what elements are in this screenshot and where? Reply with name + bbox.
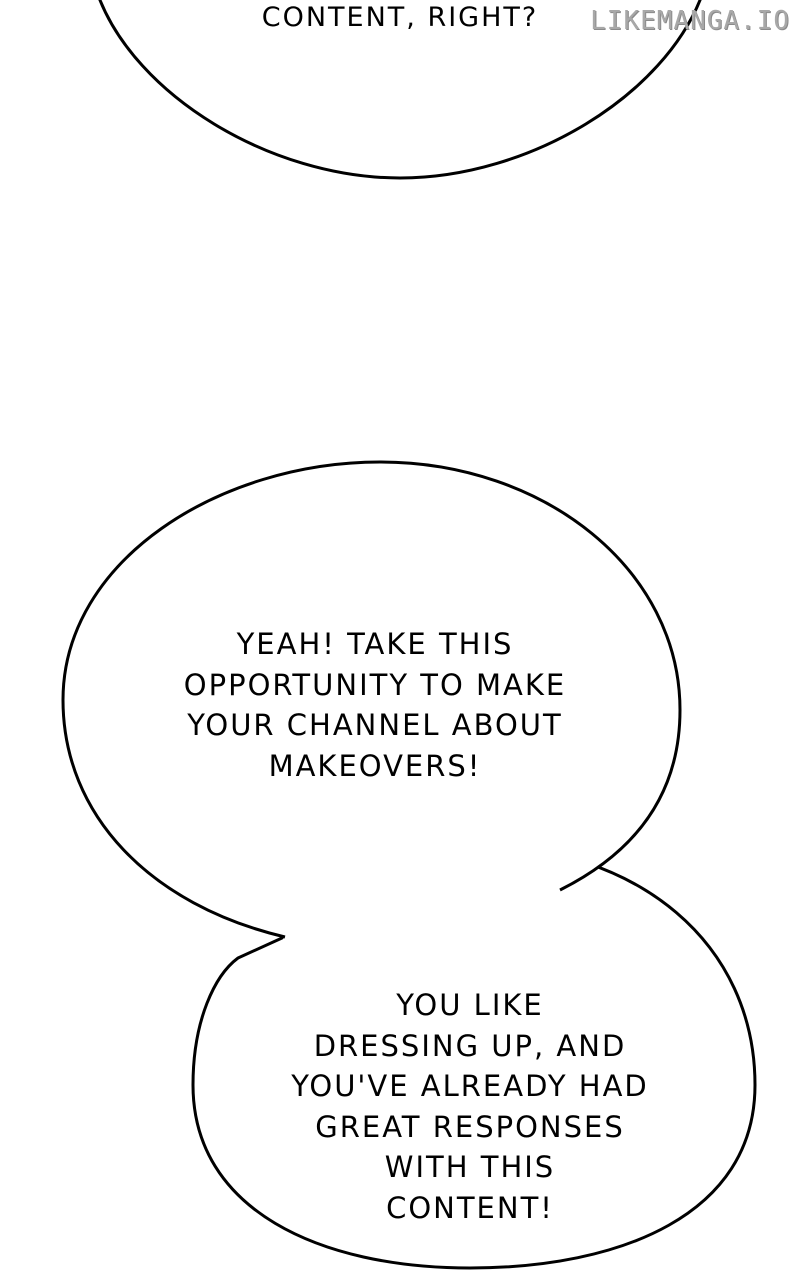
top-speech-bubble — [98, 0, 702, 180]
lower-bubble-line: CONTENT! — [386, 1190, 554, 1225]
lower-bubble-line: YOU LIKE — [396, 988, 544, 1022]
main-bubble-line: YEAH! TAKE THIS — [236, 627, 514, 661]
main-speech-bubble-outline — [61, 460, 682, 939]
lower-bubble-line: GREAT RESPONSES — [315, 1109, 625, 1144]
main-speech-bubble — [63, 462, 680, 937]
lower-bubble-line: YOU'VE ALREADY HAD — [291, 1069, 649, 1103]
top-bubble-line: CONTENT, RIGHT? — [261, 2, 539, 33]
lower-bubble-line: DRESSING UP, AND — [313, 1028, 627, 1063]
main-bubble-line: OPPORTUNITY TO MAKE — [183, 667, 567, 702]
main-bubble-line: MAKEOVERS! — [268, 748, 482, 783]
main-bubble-text: YEAH! TAKE THIS OPPORTUNITY TO MAKE YOUR… — [170, 624, 580, 786]
top-bubble-text: CONTENT, RIGHT? — [200, 2, 600, 33]
lower-bubble-text: YOU LIKE DRESSING UP, AND YOU'VE ALREADY… — [290, 985, 650, 1228]
site-watermark: LIKEMANGA.IO — [590, 6, 790, 36]
main-bubble-line: YOUR CHANNEL ABOUT — [187, 708, 563, 742]
lower-bubble-line: WITH THIS — [384, 1150, 556, 1184]
